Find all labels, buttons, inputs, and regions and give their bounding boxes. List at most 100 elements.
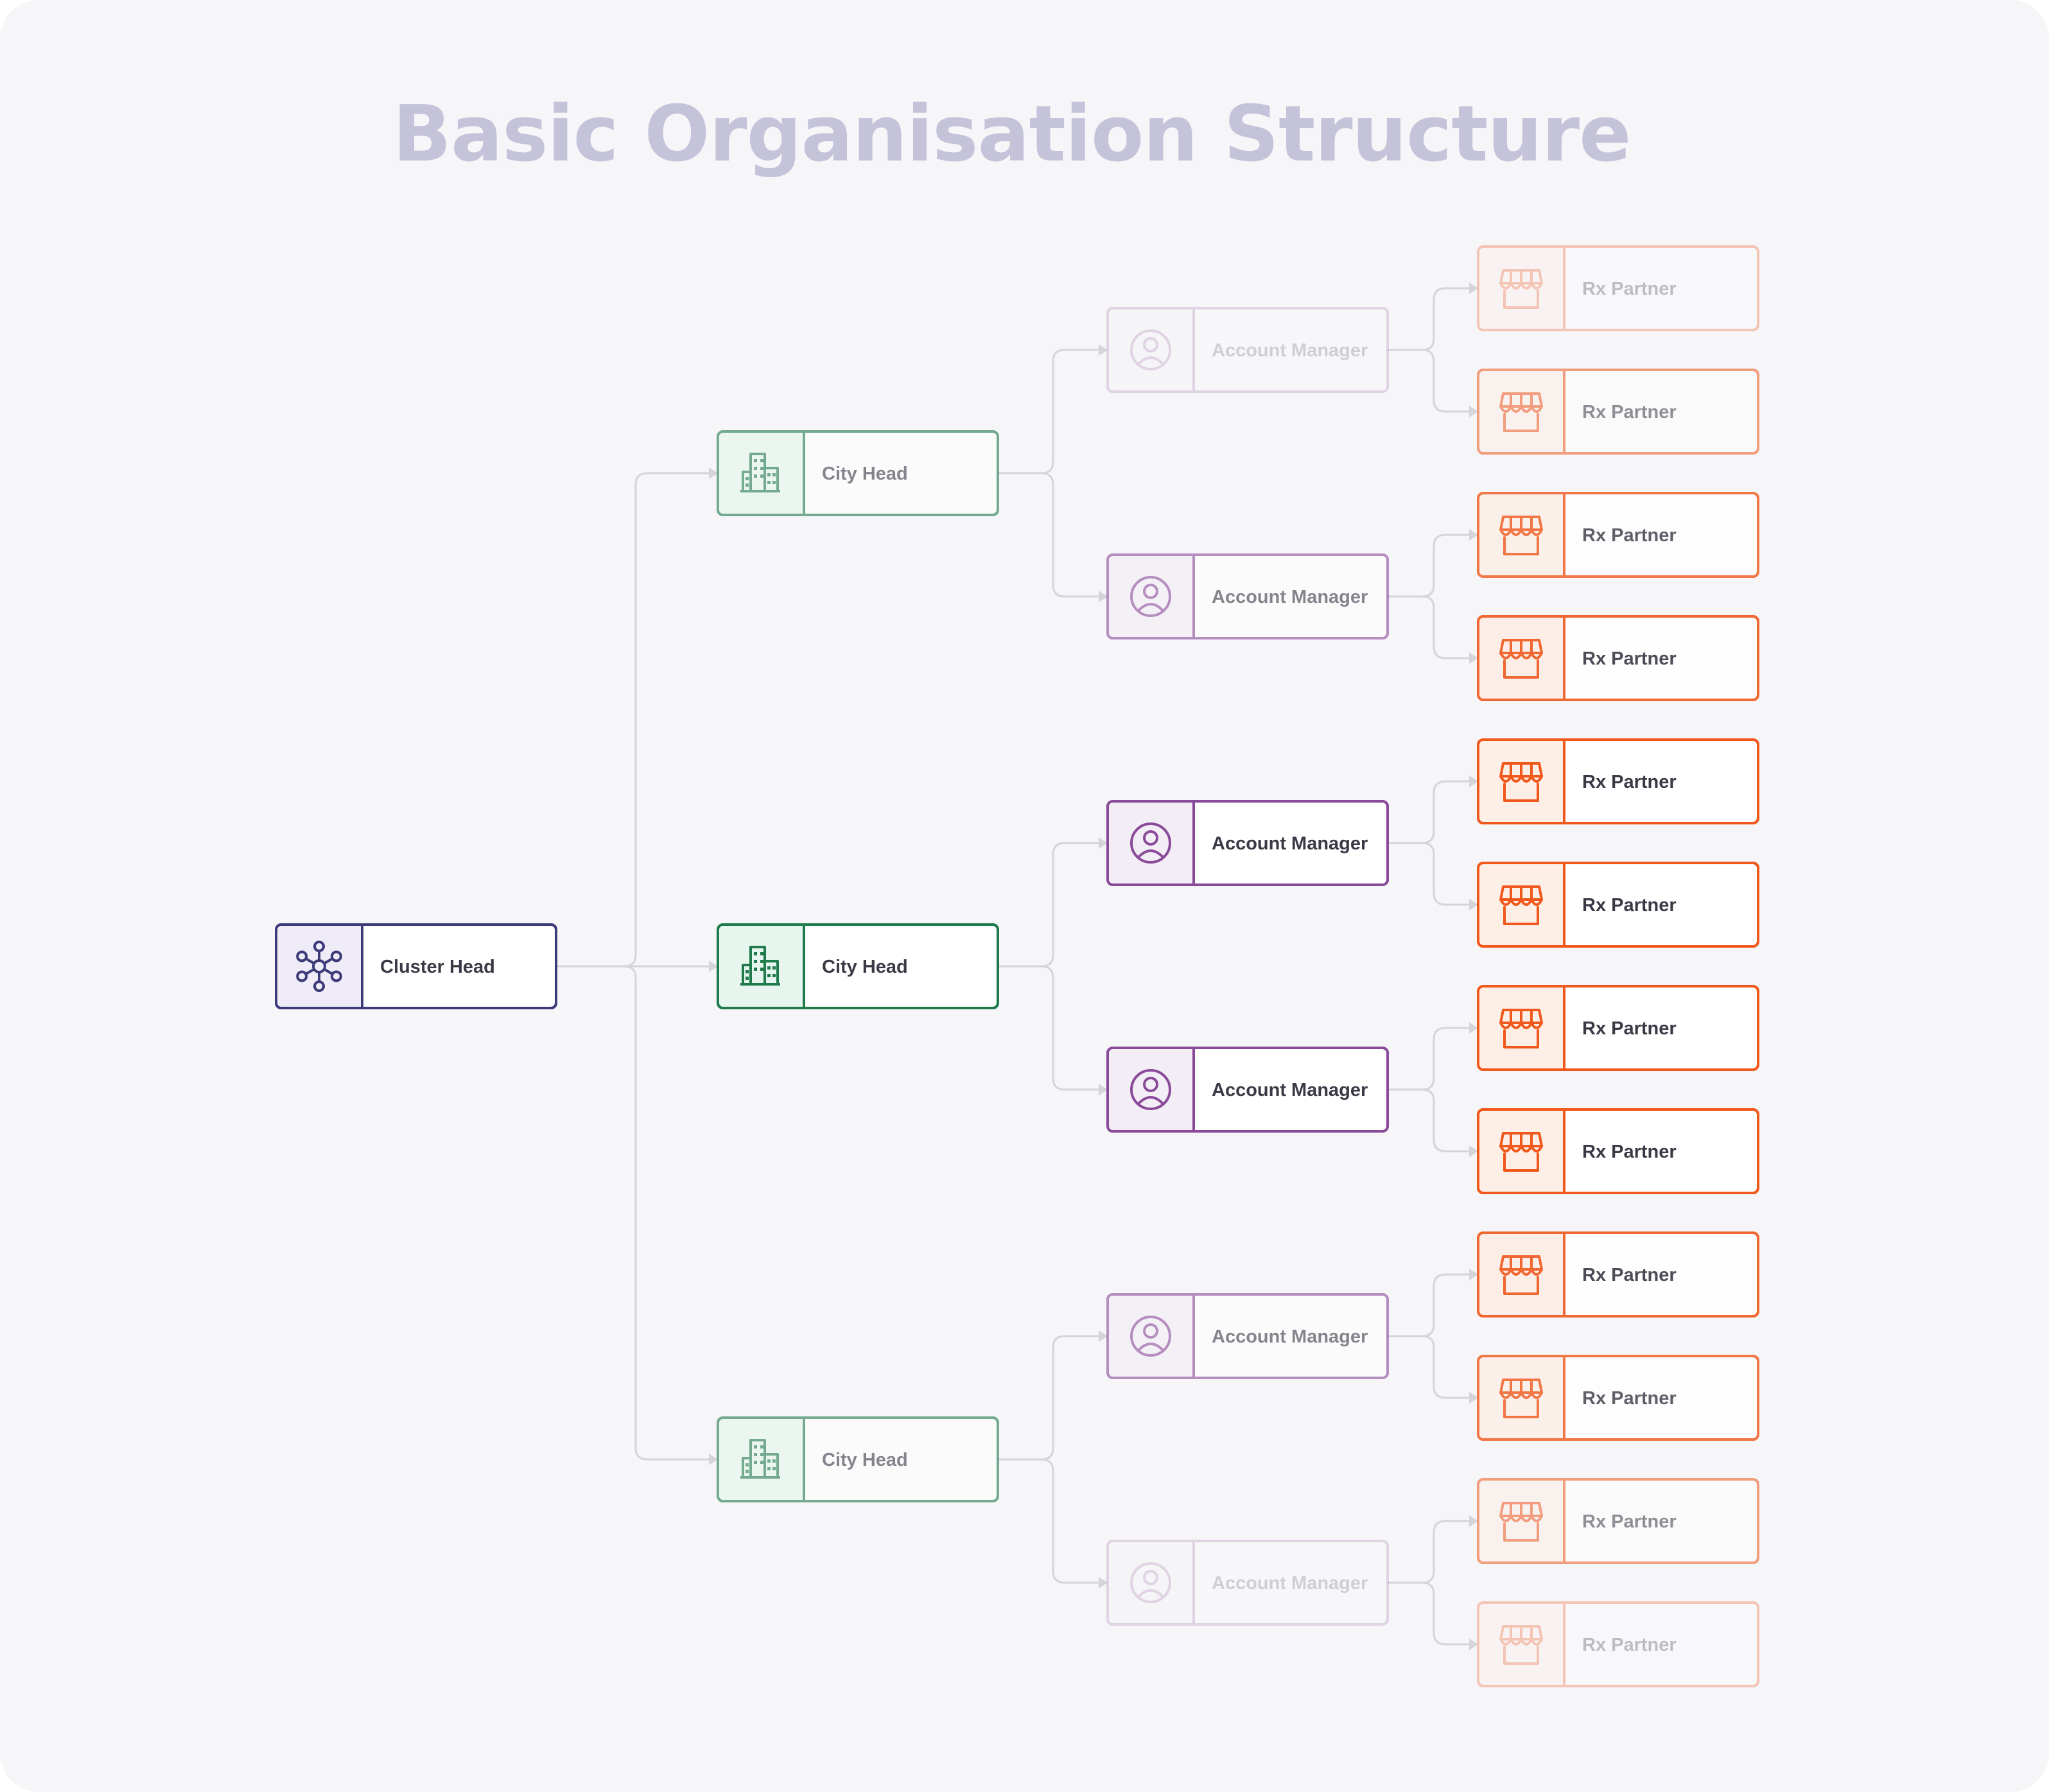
node-label: Rx Partner [1582,1635,1677,1655]
arrow-head [1469,1022,1478,1034]
connector-line [998,349,1099,474]
diagram-title: Basic Organisation Structure [392,90,1632,179]
node-icon-box [1478,1109,1564,1193]
city-head-node: City Head [717,923,999,1009]
node-icon-box [1478,616,1564,700]
connector-line [1388,1581,1469,1646]
node-label: Account Manager [1212,1327,1368,1347]
connector-line [1388,1027,1469,1091]
user-icon [1130,1562,1171,1603]
rx-partner-node: Rx Partner [1477,245,1759,331]
store-icon [1499,1379,1543,1418]
node-label: Rx Partner [1582,279,1677,299]
arrow-head [1469,776,1478,787]
connector-line [998,965,1099,1091]
arrow-head [1469,1269,1478,1280]
arrow-head [709,1454,718,1465]
user-icon [1130,329,1171,370]
cluster-head-node: Cluster Head [275,923,557,1009]
connector-line [998,1458,1099,1584]
building-icon [740,453,780,492]
node-icon-box [1478,1479,1564,1563]
node-label: Rx Partner [1582,895,1677,916]
store-icon [1499,885,1543,925]
node-icon-box [1478,1603,1564,1686]
connector-lines [556,283,1478,1650]
store-icon [1499,1132,1543,1172]
store-icon [1499,269,1543,309]
node-label: Cluster Head [380,957,495,977]
arrow-head [1099,1577,1108,1588]
connector-line [1388,349,1469,413]
user-icon [1130,1316,1171,1357]
node-label: City Head [822,464,908,484]
connector-line [998,1335,1099,1461]
building-icon [740,1439,780,1479]
user-icon [1130,822,1171,864]
arrow-head [1469,283,1478,294]
city-head-node: City Head [717,430,999,516]
account-manager-node: Account Manager [1106,307,1389,393]
node-label: City Head [822,957,908,977]
user-icon [1130,576,1171,617]
node-icon-box [1478,1233,1564,1316]
store-icon [1499,1255,1543,1295]
connector-line [1388,534,1469,598]
rx-partner-node: Rx Partner [1477,1355,1759,1441]
rx-partner-node: Rx Partner [1477,1108,1759,1194]
account-manager-node: Account Manager [1106,1293,1389,1379]
node-label: Rx Partner [1582,1265,1677,1285]
arrow-head [1099,1084,1108,1095]
rx-partner-node: Rx Partner [1477,492,1759,578]
account-manager-node: Account Manager [1106,553,1389,639]
connector-line [998,842,1099,968]
store-icon [1499,1625,1543,1665]
city-head-node: City Head [717,1416,999,1502]
building-icon [740,946,780,986]
node-icon-box [1478,247,1564,330]
rx-partner-node: Rx Partner [1477,369,1759,455]
node-icon-box [718,925,804,1008]
node-label: Rx Partner [1582,1142,1677,1162]
node-label: Rx Partner [1582,648,1677,669]
network-icon [296,941,342,992]
rx-partner-node: Rx Partner [1477,1601,1759,1687]
rx-partner-node: Rx Partner [1477,862,1759,948]
arrow-head [1099,591,1108,602]
node-label: Account Manager [1212,587,1368,607]
node-label: Rx Partner [1582,1388,1677,1409]
rx-partner-node: Rx Partner [1477,1478,1759,1564]
node-icon-box [1478,1356,1564,1440]
node-icon-box [1108,1541,1194,1624]
arrow-head [1469,406,1478,417]
arrow-head [1099,837,1108,849]
store-icon [1499,516,1543,555]
connector-line [998,472,1099,598]
node-label: Rx Partner [1582,402,1677,422]
store-icon [1499,1009,1543,1048]
user-icon [1130,1069,1171,1110]
arrow-head [1469,1392,1478,1404]
connector-line [1388,1520,1469,1584]
node-label: Account Manager [1212,1573,1368,1594]
arrow-head [709,961,718,972]
arrow-head [1469,899,1478,910]
rx-partner-node: Rx Partner [1477,985,1759,1071]
node-icon-box [1478,493,1564,577]
arrow-head [1469,529,1478,541]
account-manager-node: Account Manager [1106,800,1389,886]
rx-partner-node: Rx Partner [1477,738,1759,824]
connector-line [1388,842,1469,906]
connector-line [1388,595,1469,659]
node-icon-box [718,431,804,515]
node-label: Account Manager [1212,340,1368,361]
node-icon-box [276,925,362,1008]
node-icon-box [1478,370,1564,453]
connector-line [1388,1088,1469,1153]
connector-line [556,965,709,1461]
arrow-head [709,467,718,479]
node-label: Account Manager [1212,833,1368,854]
